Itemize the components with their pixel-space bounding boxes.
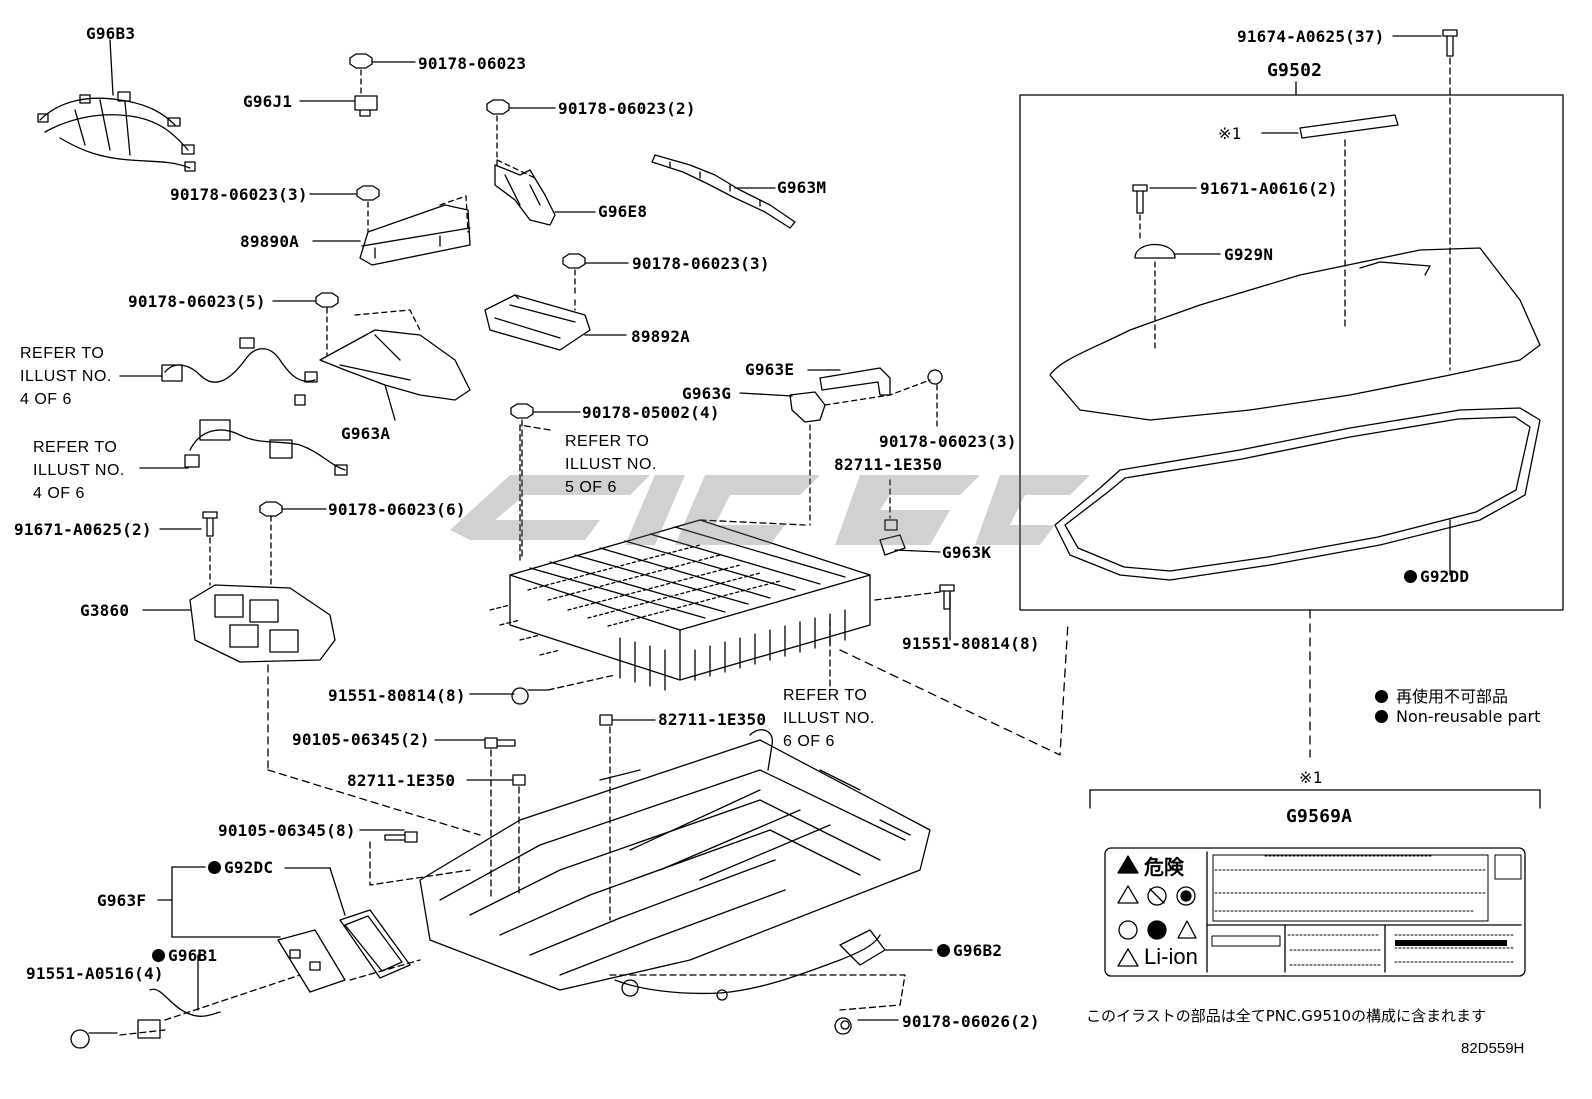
label-note1-top: ※1 [1218,124,1242,143]
label-91551-80814-8-left: 91551-80814(8) [328,686,466,705]
label-90178-06026-2: 90178-06026(2) [902,1012,1040,1031]
label-82711-1e350-a: 82711-1E350 [834,455,943,474]
label-g963f: G963F [97,891,147,910]
label-91674-a0625-37: 91674-A0625(37) [1237,27,1385,46]
label-90178-06023-3-mid: 90178-06023(3) [632,254,770,273]
label-91551-80814-8-right: 91551-80814(8) [902,634,1040,653]
link-line-drawing [839,621,1069,756]
bracket-g963e-g963g-drawing [739,367,943,526]
bracket-g96e8-drawing [486,99,596,226]
warning-label-title: 危険 [1144,855,1184,879]
non-reusable-marker-icon [1404,570,1417,583]
harness-g96b2-drawing [609,929,933,1035]
label-g92dc: G92DC [208,858,273,877]
label-90178-06023-3-right: 90178-06023(3) [879,432,1017,451]
label-g929n: G929N [1224,245,1274,264]
upper-case-g9502-drawing [1019,29,1564,758]
legend-jp: 再使用不可部品 [1375,683,1508,707]
label-g9569a: G9569A [1286,806,1353,827]
refer-to-illust-4-of-6-b: REFER TO ILLUST NO. 4 OF 6 [33,439,125,502]
battery-modules-drawing [489,424,871,691]
wire-harness-g96b3-drawing [37,39,196,172]
label-91551-a0516-4: 91551-A0516(4) [26,964,164,983]
label-g92dd: G92DD [1404,567,1469,586]
footer-note: このイラストの部品は全てPNC.G9510の構成に含まれます [1086,1007,1487,1025]
label-90178-06023: 90178-06023 [418,54,527,73]
label-g963k: G963K [942,543,992,562]
junction-block-g3860-drawing [142,501,336,771]
label-90178-05002-4: 90178-05002(4) [582,403,720,422]
refer-to-illust-4-of-6-a: REFER TO ILLUST NO. 4 OF 6 [20,345,112,408]
label-91671-a0616-2: 91671-A0616(2) [1200,179,1338,198]
ecu-89892a-drawing [484,253,629,351]
label-g96e8: G96E8 [598,202,648,221]
label-g963e: G963E [745,360,795,379]
label-90178-06023-5: 90178-06023(5) [128,292,266,311]
label-g9502: G9502 [1267,60,1323,81]
group-g963f-drawing [70,866,421,1049]
refer-to-illust-5-of-6: REFER TO ILLUST NO. 5 OF 6 [565,433,657,496]
non-reusable-marker-icon [208,861,221,874]
refer-to-illust-6-of-6: REFER TO ILLUST NO. 6 OF 6 [783,687,875,750]
non-reusable-marker-icon [1375,690,1388,703]
label-g963a: G963A [341,424,391,443]
diagram-code: 82D559H [1461,1040,1525,1057]
label-g96b2: G96B2 [937,941,1002,960]
harness-ref-b-drawing [139,419,348,476]
label-82711-1e350-c: 82711-1E350 [347,771,456,790]
label-90178-06023-3-left: 90178-06023(3) [170,185,308,204]
battery-tray-drawing [267,714,931,991]
label-g96j1: G96J1 [243,92,293,111]
label-g96b3: G96B3 [86,24,136,43]
cover-g963a-drawing [272,292,471,421]
ecu-89890a-drawing [309,185,471,266]
bar-g963m-drawing [651,154,796,229]
label-g963m: G963M [777,178,827,197]
label-90105-06345-2: 90105-06345(2) [292,730,430,749]
warning-label-li-ion: Li-ion [1144,944,1198,969]
non-reusable-marker-icon [937,944,950,957]
non-reusable-marker-icon [152,949,165,962]
label-91671-a0625-2: 91671-A0625(2) [14,520,152,539]
label-90178-06023-6: 90178-06023(6) [328,500,466,519]
non-reusable-marker-icon [1375,710,1388,723]
legend-en: Non-reusable part [1375,707,1540,726]
label-82711-1e350-b: 82711-1E350 [658,710,767,729]
warning-label-g9569a-drawing [1089,789,1541,977]
nut-and-clip-g96j1-drawing [299,53,416,117]
label-89892a: 89892A [631,327,690,346]
label-90178-06023-2: 90178-06023(2) [558,99,696,118]
label-g3860: G3860 [80,601,130,620]
bolts-91551-80814-drawing [469,584,955,705]
label-g96b1: G96B1 [152,946,217,965]
label-90105-06345-8: 90105-06345(8) [218,821,356,840]
label-note1-bottom: ※1 [1299,768,1323,787]
label-g963g: G963G [682,384,732,403]
label-89890a: 89890A [240,232,299,251]
nut-90178-05002-drawing [510,403,581,561]
clip-g963k-drawing [879,479,941,556]
harness-ref-a-drawing [119,337,318,406]
